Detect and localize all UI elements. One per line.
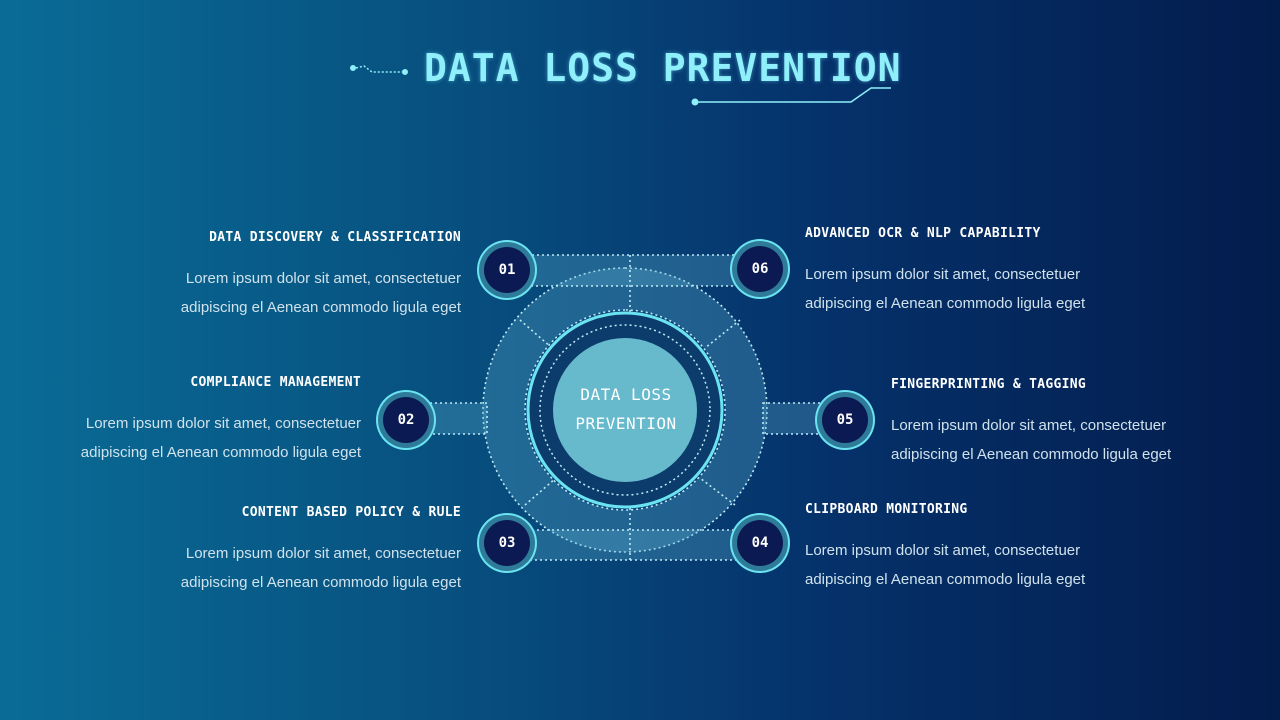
item-line2: adipiscing el Aenean commodo ligula eget: [180, 574, 461, 591]
item-line1: Lorem ipsum dolor sit amet, consectetuer: [85, 415, 361, 432]
item-description: Lorem ipsum dolor sit amet, consectetuer…: [141, 539, 461, 597]
center-label-line2: PREVENTION: [575, 414, 677, 433]
item-line1: Lorem ipsum dolor sit amet, consectetuer: [185, 545, 461, 562]
badge-02: 02: [383, 397, 429, 443]
item-heading: ADVANCED OCR & NLP CAPABILITY: [805, 226, 1041, 241]
item-line1: Lorem ipsum dolor sit amet, consectetuer: [891, 417, 1167, 434]
badge-06: 06: [737, 246, 783, 292]
item-line2: adipiscing el Aenean commodo ligula eget: [80, 444, 361, 461]
item-description: Lorem ipsum dolor sit amet, consectetuer…: [41, 409, 361, 467]
item-line2: adipiscing el Aenean commodo ligula eget: [891, 446, 1172, 463]
core-dotted-ring: [539, 324, 711, 496]
item-heading: CONTENT BASED POLICY & RULE: [241, 505, 461, 520]
item-description: Lorem ipsum dolor sit amet, consectetuer…: [141, 264, 461, 322]
item-06: ADVANCED OCR & NLP CAPABILITY Lorem ipsu…: [805, 226, 1125, 318]
item-line1: Lorem ipsum dolor sit amet, consectetuer: [185, 270, 461, 287]
item-05: FINGERPRINTING & TAGGING Lorem ipsum dol…: [891, 377, 1211, 469]
item-description: Lorem ipsum dolor sit amet, consectetuer…: [891, 411, 1211, 469]
ring-segments: [404, 254, 846, 561]
item-02: COMPLIANCE MANAGEMENT Lorem ipsum dolor …: [41, 375, 361, 467]
title-decoration-left: [350, 65, 408, 75]
item-line2: adipiscing el Aenean commodo ligula eget: [180, 299, 461, 316]
title-decoration-right: [691, 87, 891, 106]
page-title: DATA LOSS PREVENTION: [424, 46, 902, 90]
badge-01: 01: [484, 247, 530, 293]
core-disc: [553, 338, 697, 482]
item-description: Lorem ipsum dolor sit amet, consectetuer…: [805, 260, 1125, 318]
item-line1: Lorem ipsum dolor sit amet, consectetuer: [805, 542, 1081, 559]
center-label-line1: DATA LOSS: [580, 385, 672, 404]
item-line1: Lorem ipsum dolor sit amet, consectetuer: [805, 266, 1081, 283]
item-description: Lorem ipsum dolor sit amet, consectetuer…: [805, 536, 1125, 594]
badge-05: 05: [822, 397, 868, 443]
center-label: DATA LOSS PREVENTION: [555, 380, 697, 438]
item-01: DATA DISCOVERY & CLASSIFICATION Lorem ip…: [141, 230, 461, 322]
badge-04: 04: [737, 520, 783, 566]
item-heading: FINGERPRINTING & TAGGING: [891, 377, 1087, 392]
item-03: CONTENT BASED POLICY & RULE Lorem ipsum …: [141, 505, 461, 597]
item-line2: adipiscing el Aenean commodo ligula eget: [805, 295, 1086, 312]
item-heading: COMPLIANCE MANAGEMENT: [190, 375, 361, 390]
badge-03: 03: [484, 520, 530, 566]
item-heading: DATA DISCOVERY & CLASSIFICATION: [209, 230, 461, 245]
item-04: CLIPBOARD MONITORING Lorem ipsum dolor s…: [805, 502, 1125, 594]
item-heading: CLIPBOARD MONITORING: [805, 502, 968, 517]
item-line2: adipiscing el Aenean commodo ligula eget: [805, 571, 1086, 588]
